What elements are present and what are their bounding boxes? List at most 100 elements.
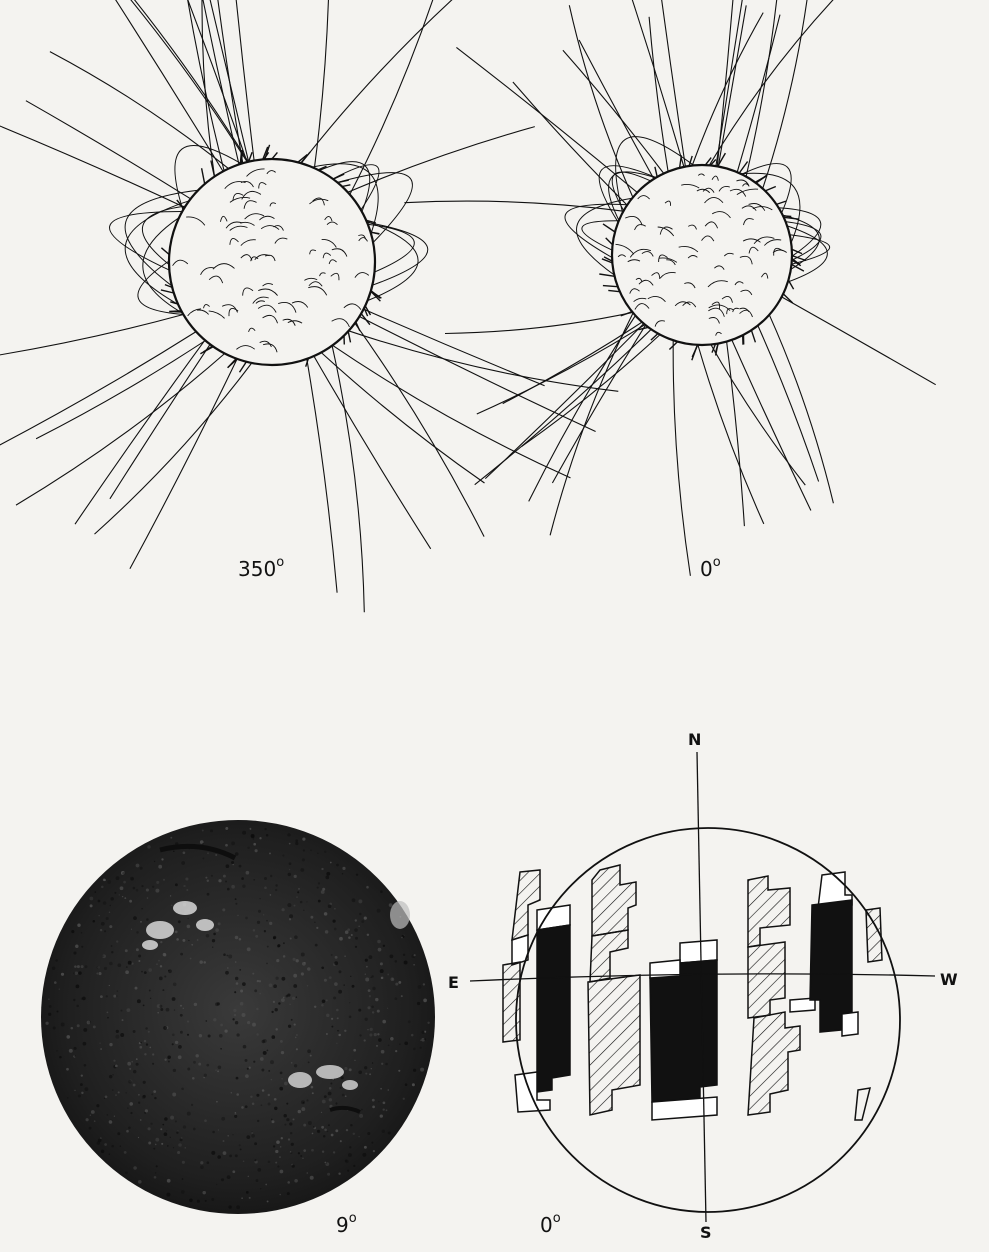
photo-grain-dot (112, 1089, 114, 1091)
photo-grain-dot (247, 1021, 250, 1024)
photo-grain-dot (228, 1205, 231, 1208)
photo-grain-dot (182, 1161, 185, 1164)
photo-grain-dot (413, 964, 415, 966)
photo-grain-dot (264, 877, 267, 880)
photo-grain-dot (101, 922, 105, 926)
photo-grain-dot (377, 940, 381, 944)
field-350-open-line (130, 359, 237, 569)
field-0-limb-tuft (692, 345, 698, 360)
photo-grain-dot (251, 835, 254, 838)
photo-grain-dot (279, 1194, 281, 1196)
photo-grain-dot (289, 1004, 290, 1005)
photo-grain-dot (173, 850, 175, 852)
photo-grain-dot (81, 1074, 83, 1076)
field-350-open-line (95, 363, 252, 534)
photo-grain-dot (59, 988, 60, 989)
photo-grain-dot (115, 1035, 119, 1039)
photo-grain-dot (326, 999, 328, 1001)
photo-grain-dot (199, 1034, 202, 1037)
photo-grain-dot (310, 1176, 314, 1180)
photo-grain-dot (427, 1022, 429, 1024)
photo-grain-dot (247, 947, 251, 951)
photo-grain-dot (404, 1041, 408, 1045)
photo-grain-dot (298, 888, 300, 890)
photo-grain-dot (310, 1055, 312, 1057)
photo-grain-dot (373, 1150, 375, 1152)
photo-grain-dot (281, 1078, 282, 1079)
photo-grain-dot (310, 850, 311, 851)
photo-grain-dot (140, 1042, 142, 1044)
photo-grain-dot (298, 1110, 301, 1113)
photo-grain-dot (222, 908, 225, 911)
photo-grain-dot (176, 1132, 178, 1134)
photo-grain-dot (180, 1138, 183, 1141)
photo-grain-dot (106, 917, 109, 920)
photo-grain-dot (235, 977, 238, 980)
photo-grain-dot (364, 1146, 367, 1149)
photo-grain-dot (236, 1033, 239, 1036)
field-0-open-line (763, 0, 811, 189)
photo-grain-dot (333, 996, 336, 999)
photo-grain-dot (330, 1083, 332, 1085)
photo-grain-dot (197, 1200, 200, 1203)
photo-grain-dot (85, 1087, 89, 1091)
photo-grain-dot (240, 990, 243, 993)
photo-grain-dot (291, 1062, 293, 1064)
photo-grain-dot (175, 1041, 178, 1044)
photo-grain-dot (172, 997, 176, 1001)
photo-grain-dot (204, 1074, 207, 1077)
region-filled (810, 900, 852, 1032)
field-350-open-line (364, 309, 545, 386)
field-350-limb-tuft (333, 174, 344, 179)
photo-grain-dot (221, 1117, 225, 1121)
photo-grain-dot (242, 1013, 246, 1017)
field-350-open-line (0, 315, 183, 361)
photo-grain-dot (131, 1061, 133, 1063)
photo-grain-dot (109, 985, 110, 986)
photo-grain-dot (310, 916, 313, 919)
photo-grain-dot (227, 1175, 231, 1179)
photo-grain-dot (237, 915, 239, 917)
photo-grain-dot (380, 1088, 382, 1090)
photo-grain-dot (225, 827, 228, 830)
photo-grain-dot (390, 1037, 394, 1041)
photo-grain-dot (172, 1043, 174, 1045)
photo-grain-dot (289, 1122, 292, 1125)
caption-9: 9o (336, 1211, 357, 1237)
photo-grain-dot (389, 903, 393, 907)
photo-grain-dot (136, 931, 139, 934)
photo-grain-dot (130, 877, 134, 881)
photo-grain-dot (124, 897, 126, 899)
photo-grain-dot (205, 877, 207, 879)
photo-grain-dot (181, 861, 185, 865)
photo-grain-dot (281, 1051, 284, 1054)
photo-grain-dot (143, 1095, 146, 1098)
photo-grain-dot (136, 864, 140, 868)
photo-grain-dot (323, 1135, 326, 1138)
photo-grain-dot (158, 865, 162, 869)
photo-grain-dot (300, 901, 303, 904)
photo-grain-dot (236, 982, 239, 985)
photo-grain-dot (223, 1151, 227, 1155)
region-hatched (512, 870, 540, 940)
photo-grain-dot (178, 920, 181, 923)
photo-grain-dot (193, 1128, 196, 1131)
photo-grain-dot (293, 974, 297, 978)
photo-grain-dot (311, 1086, 314, 1089)
photo-grain-dot (321, 1004, 324, 1007)
photo-grain-dot (145, 1109, 148, 1112)
photo-grain-dot (326, 1033, 328, 1035)
photo-grain-dot (90, 904, 93, 907)
photo-grain-dot (337, 1030, 338, 1031)
photo-grain-dot (263, 1039, 267, 1043)
photo-grain-dot (167, 1179, 171, 1183)
photo-grain-dot (395, 1050, 397, 1052)
photo-grain-dot (331, 1134, 334, 1137)
photo-grain-dot (324, 979, 327, 982)
photo-grain-dot (251, 1132, 253, 1134)
photo-grain-dot (365, 1018, 368, 1021)
photo-grain-dot (252, 973, 254, 975)
field-0-open-line (698, 345, 764, 524)
photo-grain-dot (182, 1178, 184, 1180)
photo-grain-dot (417, 1002, 420, 1005)
